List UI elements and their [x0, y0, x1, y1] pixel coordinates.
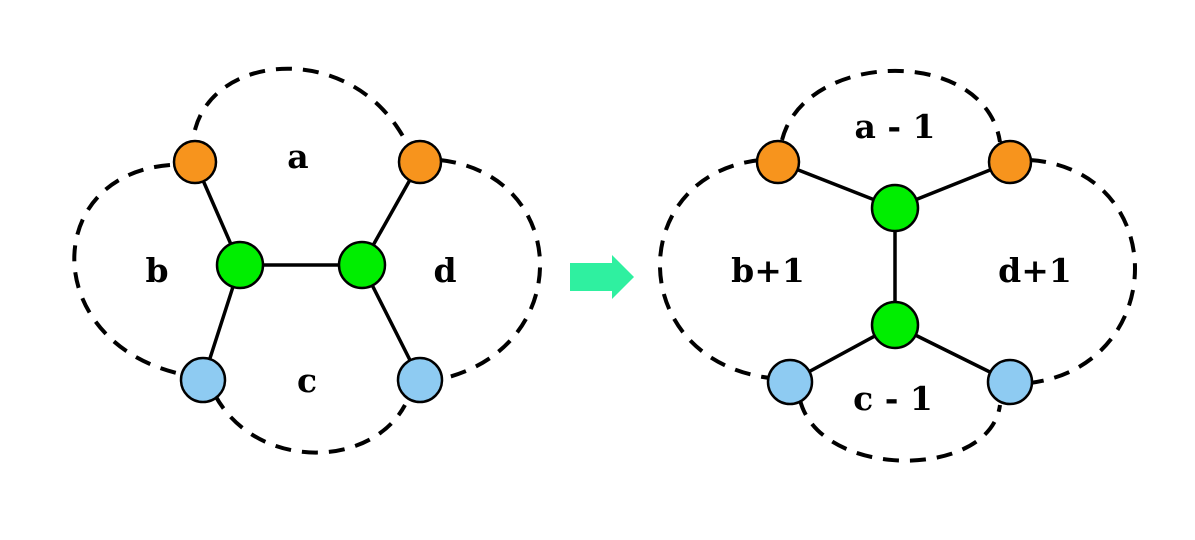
- right-node-inner-top: [870, 183, 920, 233]
- right-node-bottom-left: [766, 358, 814, 406]
- left-node-top-left: [172, 139, 218, 185]
- left-node-top-right: [397, 139, 443, 185]
- left-label-top: a: [287, 137, 308, 176]
- right-configuration: a - 1 b+1 c - 1 d+1: [658, 68, 1137, 463]
- right-label-right: d+1: [998, 251, 1072, 290]
- left-configuration: a b c d: [72, 66, 542, 455]
- left-label-right: d: [433, 251, 456, 290]
- left-label-bottom: c: [297, 361, 317, 400]
- right-label-bottom: c - 1: [853, 379, 933, 418]
- right-node-bottom-right: [986, 358, 1034, 406]
- right-label-top: a - 1: [854, 107, 935, 146]
- left-label-left: b: [145, 251, 168, 290]
- right-arrow-icon: [570, 255, 634, 299]
- right-region-right-boundary: [1029, 158, 1137, 385]
- right-node-top-right: [987, 139, 1033, 185]
- right-label-left: b+1: [731, 251, 805, 290]
- right-region-left-boundary: [658, 158, 771, 380]
- left-node-inner-left: [215, 240, 265, 290]
- left-node-bottom-right: [396, 356, 444, 404]
- left-node-inner-right: [337, 240, 387, 290]
- right-region-top-boundary: [780, 68, 1002, 143]
- right-region-bottom-boundary: [798, 399, 1002, 463]
- left-node-bottom-left: [179, 356, 227, 404]
- left-region-top-boundary: [193, 66, 412, 151]
- right-node-inner-bottom: [870, 300, 920, 350]
- left-region-bottom-boundary: [213, 394, 407, 455]
- right-node-top-left: [755, 139, 801, 185]
